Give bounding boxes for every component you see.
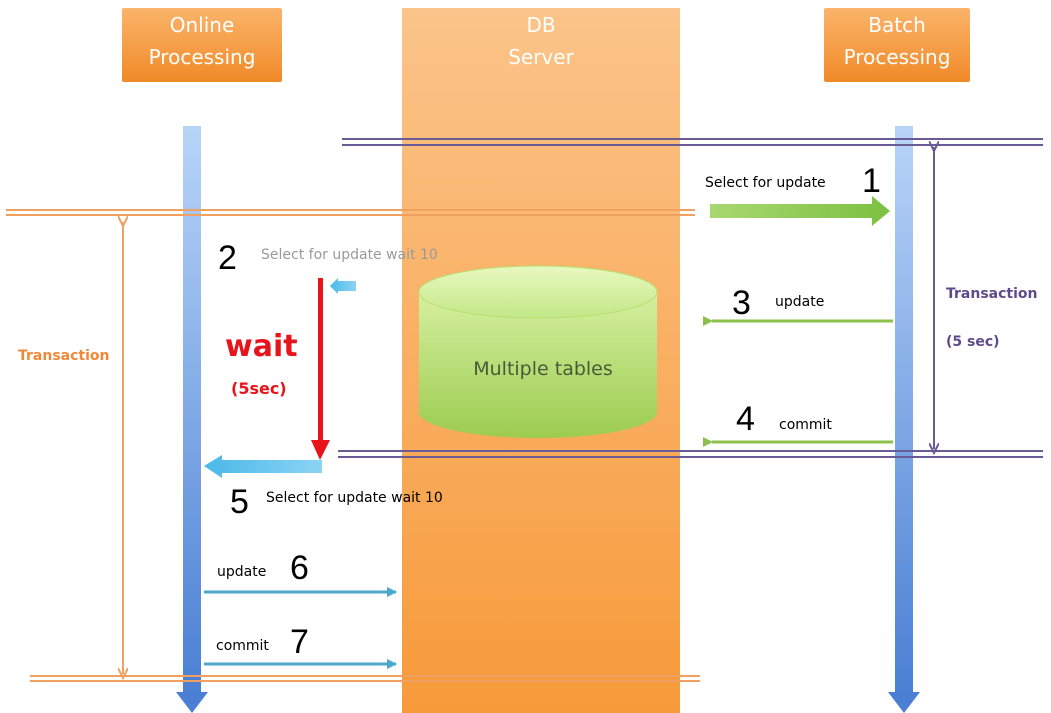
step-2-label: Select for update wait 10 [261, 247, 438, 263]
db-header-line2: Server [508, 45, 574, 69]
online-transaction-end-line [30, 675, 700, 682]
step-5-label: Select for update wait 10 [266, 490, 443, 506]
wait-arrow [311, 278, 330, 460]
step-1-number: 1 [862, 162, 881, 200]
batch-transaction-start-line [342, 138, 1043, 146]
online-header-line2: Processing [149, 45, 256, 69]
step-4-number: 4 [736, 400, 755, 438]
batch-transaction-label: Transaction [946, 286, 1038, 302]
database-cylinder: Multiple tables [418, 265, 658, 438]
batch-processing-header: Batch Processing [824, 8, 970, 82]
batch-transaction-end-line [338, 450, 1043, 458]
batch-header-line1: Batch [868, 13, 926, 37]
online-header-line1: Online [170, 13, 235, 37]
wait-duration: (5sec) [231, 379, 287, 398]
step-2-arrow [330, 278, 356, 294]
online-timeline [176, 126, 208, 713]
batch-transaction-duration: (5 sec) [946, 334, 1000, 350]
step-6-number: 6 [290, 549, 309, 587]
step-6-label: update [217, 564, 266, 580]
step-5-arrow [204, 455, 322, 478]
step-3-label: update [775, 294, 824, 310]
step-5-number: 5 [230, 483, 249, 521]
database-label: Multiple tables [473, 358, 613, 380]
online-processing-header: Online Processing [122, 8, 282, 82]
step-2-number: 2 [218, 239, 237, 277]
online-transaction-start-line [6, 209, 695, 216]
step-1-arrow [710, 196, 890, 226]
step-7-number: 7 [290, 623, 309, 661]
step-4-label: commit [779, 417, 832, 433]
wait-label: wait [225, 329, 298, 364]
online-transaction-label: Transaction [18, 348, 110, 364]
step-7-label: commit [216, 638, 269, 654]
batch-header-line2: Processing [844, 45, 951, 69]
db-header-line1: DB [526, 13, 555, 37]
step-1-label: Select for update [705, 175, 826, 191]
db-server-header: DB Server [508, 13, 574, 69]
batch-timeline [888, 126, 920, 713]
step-3-number: 3 [732, 284, 751, 322]
